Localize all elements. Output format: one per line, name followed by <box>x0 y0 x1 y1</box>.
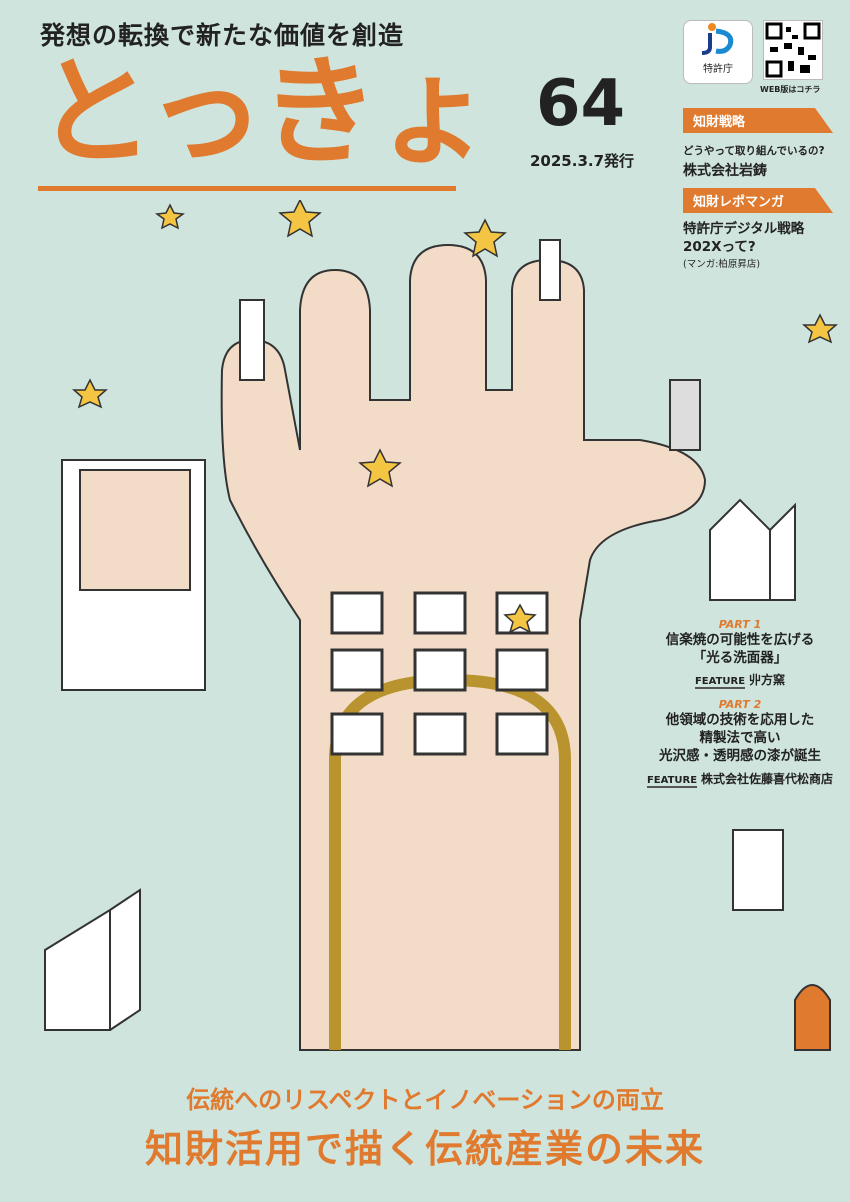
issue-date: 2025.3.7発行 <box>530 152 635 170</box>
logo-underline <box>38 186 456 191</box>
feature-title-line: 「光る洗面器」 <box>692 650 788 667</box>
section-title: 株式会社岩鋳 <box>683 163 767 179</box>
section-ribbon: 知財レポマンガ <box>683 188 833 213</box>
feature-title-line: 信楽焼の可能性を広げる <box>665 632 815 648</box>
feature-label: FEATURE <box>694 676 746 690</box>
sidebar-item-manga: 知財レポマンガ 特許庁デジタル戦略 202Xって? (マンガ:柏原昇店) <box>683 188 833 270</box>
feature-title-line: 他領域の技術を応用した <box>665 712 815 728</box>
feature-name: 株式会社佐藤喜代松商店 <box>701 771 834 786</box>
feature-title-line: 精製法で高い <box>699 730 781 747</box>
part-label: PART 2 <box>718 698 762 711</box>
cover-headline: 知財活用で描く伝統産業の未来 <box>144 1127 705 1171</box>
section-note: (マンガ:柏原昇店) <box>683 259 761 271</box>
cover-subtitle: 伝統へのリスペクトとイノベーションの両立 <box>186 1086 664 1114</box>
magazine-logo: とっきょ <box>36 43 492 181</box>
qr-caption: WEB版はコチラ <box>760 85 821 94</box>
feature-title-line: 光沢感・透明感の漆が誕生 <box>659 748 821 765</box>
sidebar-item-chizai-senryaku: 知財戦略 どうやって取り組んでいるの? 株式会社岩鋳 <box>683 108 833 180</box>
kiln <box>794 984 831 1051</box>
feature-part-2: PART 2 他領域の技術を応用した 精製法で高い 光沢感・透明感の漆が誕生 F… <box>640 698 840 788</box>
right-house <box>709 498 796 601</box>
issue-number: 64 <box>536 67 626 141</box>
section-title: 特許庁デジタル戦略 202Xって? <box>683 221 805 255</box>
giant-hand <box>220 243 707 1051</box>
stars <box>72 200 838 634</box>
jpo-logo: 特許庁 <box>683 20 753 84</box>
feature-label: FEATURE <box>646 774 698 788</box>
section-lead: どうやって取り組んでいるの? <box>683 145 825 157</box>
feature-name: 丱方窯 <box>749 673 786 688</box>
jpo-label: 特許庁 <box>703 64 733 75</box>
part-label: PART 1 <box>718 618 762 631</box>
qr-code[interactable] <box>763 20 823 80</box>
section-ribbon: 知財戦略 <box>683 108 833 133</box>
tagline: 発想の転換で新たな価値を創造 <box>40 21 405 50</box>
bottom-left-building <box>44 888 141 1031</box>
jpo-emblem-icon <box>701 23 734 55</box>
hand-city-illustration <box>44 200 838 1051</box>
